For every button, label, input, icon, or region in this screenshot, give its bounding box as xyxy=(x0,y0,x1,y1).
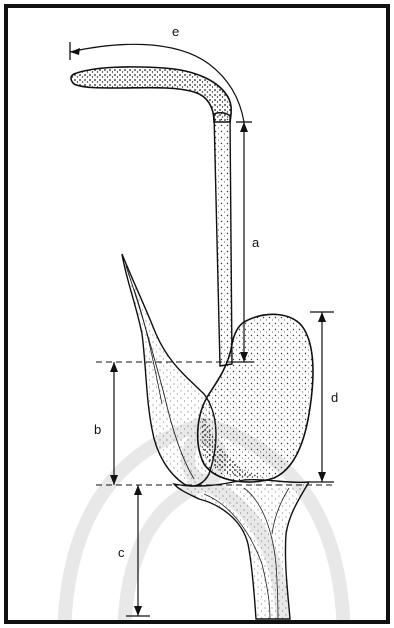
seedling-diagram: e a d b c xyxy=(8,8,390,624)
label-e: e xyxy=(172,24,179,39)
dimension-e-arrow xyxy=(70,48,80,55)
dimension-d-arrow-bottom xyxy=(318,472,326,482)
label-b: b xyxy=(94,422,101,437)
dimension-a-arrow-top xyxy=(240,122,248,132)
label-d: d xyxy=(331,390,338,405)
label-a: a xyxy=(252,235,260,250)
dimension-c-arrow-top xyxy=(134,485,142,495)
mesocotyl xyxy=(214,113,232,366)
dimension-d-arrow-top xyxy=(318,312,326,322)
label-c: c xyxy=(118,545,125,560)
dimension-b-arrow-top xyxy=(110,362,118,372)
figure-frame: e a d b c xyxy=(4,4,390,624)
dimension-c-arrow-bottom xyxy=(134,606,142,616)
root-stem xyxy=(174,480,309,619)
coleoptile xyxy=(71,67,231,122)
